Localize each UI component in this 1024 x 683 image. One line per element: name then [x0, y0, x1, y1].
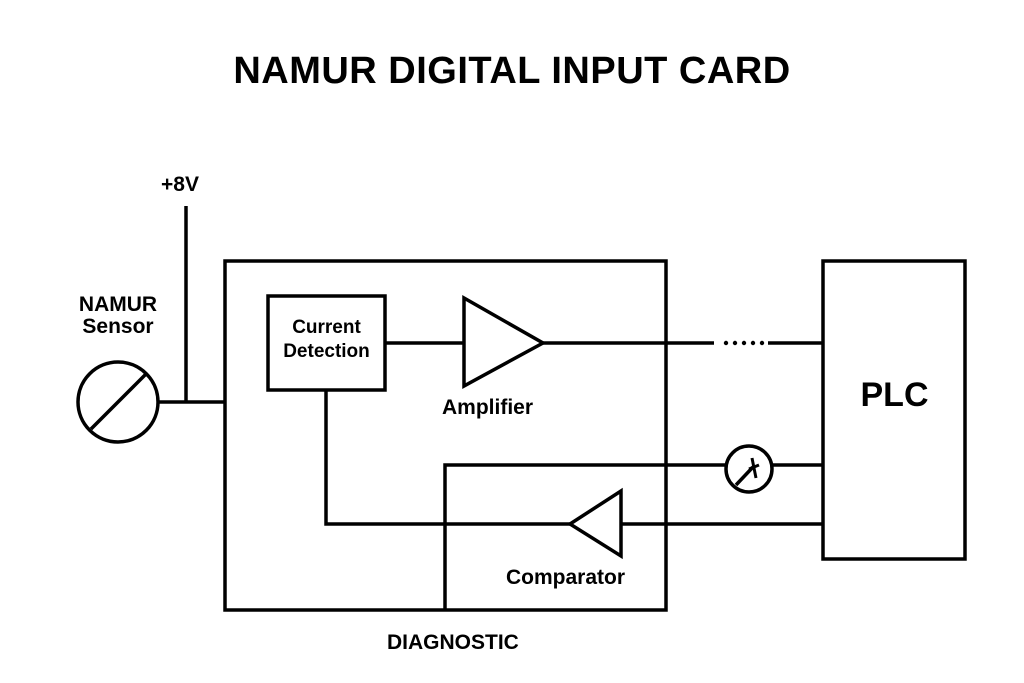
diagnostic-label: DIAGNOSTIC	[387, 631, 519, 654]
current-detection-label: Current Detection	[268, 316, 385, 364]
comparator-label: Comparator	[506, 566, 626, 589]
detection-to-comparator-wire	[324, 390, 570, 526]
sensor-label-line2: Sensor	[82, 315, 154, 339]
plc-label: PLC	[860, 376, 929, 414]
variable-resistor-icon	[724, 444, 774, 494]
dotted-connection	[723, 340, 765, 346]
diagram-title: NAMUR DIGITAL INPUT CARD	[233, 50, 791, 92]
current-detection-line2: Detection	[283, 341, 370, 362]
current-detection-line1: Current	[292, 317, 361, 338]
diagnostic-wire	[443, 463, 726, 610]
sensor-circle-slash-icon	[76, 360, 160, 444]
plc-box	[821, 259, 967, 561]
sensor-label: NAMUR Sensor	[68, 293, 168, 339]
amplifier-label: Amplifier	[442, 396, 534, 419]
sensor-label-line1: NAMUR	[78, 293, 158, 316]
supply-voltage-label: +8V	[161, 173, 199, 196]
amplifier-triangle-icon	[462, 294, 547, 389]
comparator-triangle-icon	[566, 487, 623, 560]
